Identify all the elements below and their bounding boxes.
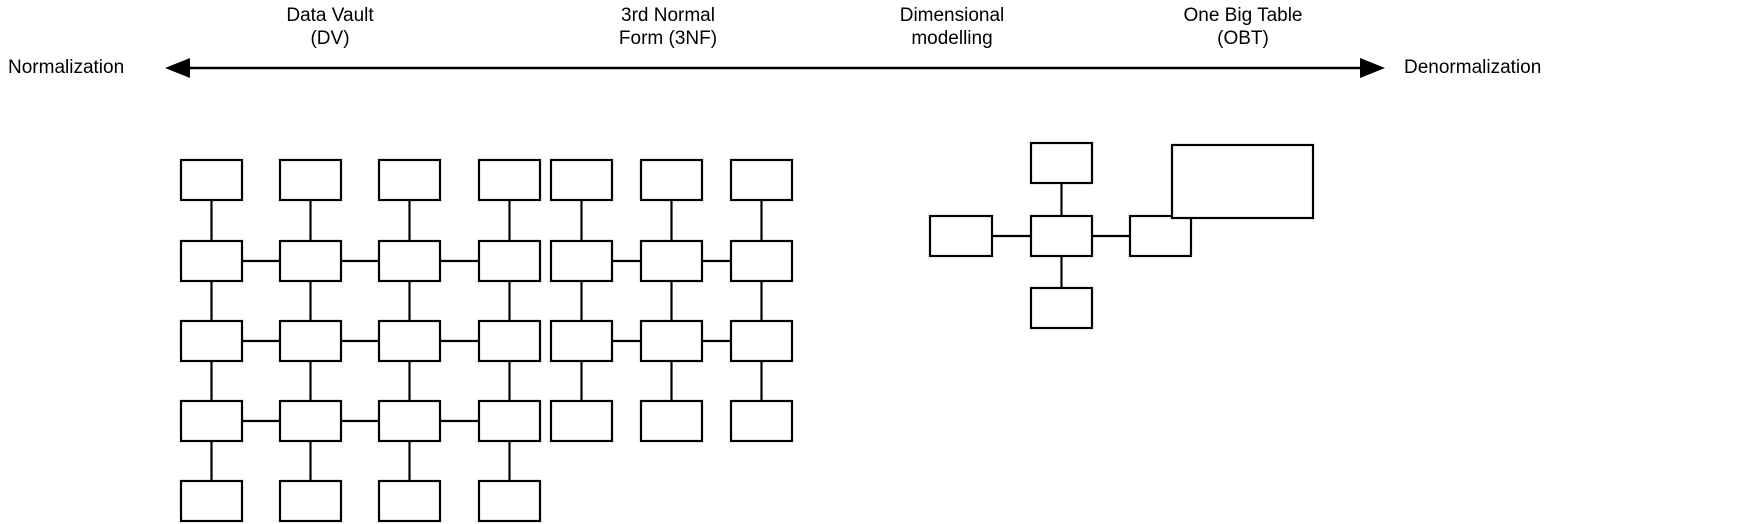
tnf-boxes xyxy=(549,158,794,443)
model-dimensional-modelling xyxy=(928,141,1193,330)
table-box xyxy=(639,239,704,283)
table-box xyxy=(477,158,542,202)
dv-vertical-links xyxy=(210,200,511,481)
arrow-right-icon xyxy=(1360,58,1385,78)
spectrum-arrow xyxy=(165,58,1385,78)
model-one-big-table xyxy=(1170,143,1315,220)
table-box xyxy=(377,399,442,443)
caption-obt-line1: One Big Table xyxy=(1183,5,1303,26)
tnf-horizontal-links xyxy=(612,259,731,343)
model-data-vault xyxy=(179,158,542,523)
dv-boxes xyxy=(179,158,542,523)
dimension-box xyxy=(928,214,994,258)
table-box xyxy=(549,239,614,283)
table-box xyxy=(377,239,442,283)
table-box xyxy=(729,158,794,202)
caption-dimensional-line1: Dimensional xyxy=(899,5,1005,26)
dim-boxes xyxy=(928,141,1193,330)
table-box xyxy=(278,399,343,443)
table-box xyxy=(729,239,794,283)
model-third-normal-form xyxy=(549,158,794,443)
dim-links xyxy=(992,183,1130,288)
axis-label-denormalization: Denormalization xyxy=(1404,57,1542,78)
table-box xyxy=(729,319,794,363)
table-box xyxy=(639,158,704,202)
table-box xyxy=(377,479,442,523)
table-box xyxy=(278,239,343,283)
table-box xyxy=(477,239,542,283)
dimension-box xyxy=(1029,286,1094,330)
caption-3nf-line1: 3rd Normal xyxy=(621,5,715,26)
table-box xyxy=(477,479,542,523)
caption-data-vault-line1: Data Vault xyxy=(286,5,374,26)
table-box xyxy=(377,319,442,363)
fact-box xyxy=(1029,214,1094,258)
tnf-vertical-links xyxy=(580,200,763,401)
dv-horizontal-links xyxy=(242,259,479,423)
caption-3nf-line2: Form (3NF) xyxy=(618,28,718,49)
axis-label-normalization: Normalization xyxy=(8,57,125,78)
caption-data-vault-line2: (DV) xyxy=(310,28,350,49)
table-box xyxy=(477,399,542,443)
dimension-box xyxy=(1128,214,1193,258)
table-box xyxy=(179,158,244,202)
one-big-table-box xyxy=(1170,143,1315,220)
table-box xyxy=(377,158,442,202)
table-box xyxy=(179,399,244,443)
table-box xyxy=(549,158,614,202)
arrow-left-icon xyxy=(165,58,190,78)
table-box xyxy=(179,479,244,523)
table-box xyxy=(278,319,343,363)
table-box xyxy=(179,319,244,363)
caption-obt-line2: (OBT) xyxy=(1217,28,1269,49)
table-box xyxy=(179,239,244,283)
caption-dimensional-line2: modelling xyxy=(911,28,993,49)
table-box xyxy=(729,399,794,443)
table-box xyxy=(549,399,614,443)
table-box xyxy=(278,479,343,523)
table-box xyxy=(477,319,542,363)
table-box xyxy=(549,319,614,363)
table-box xyxy=(278,158,343,202)
dimension-box xyxy=(1029,141,1094,185)
table-box xyxy=(639,319,704,363)
table-box xyxy=(639,399,704,443)
